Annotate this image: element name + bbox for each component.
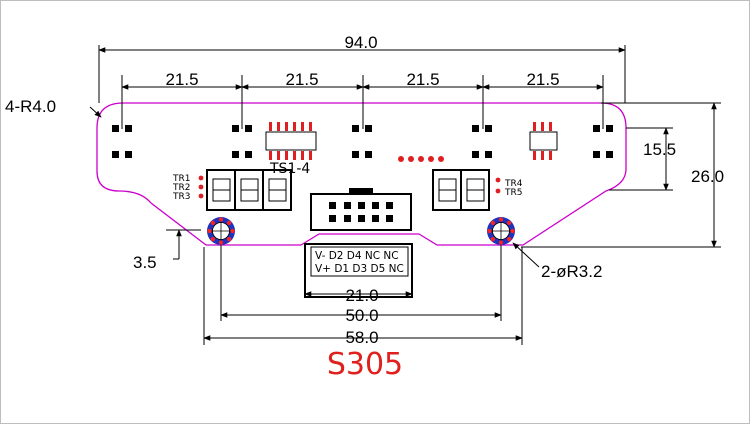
tr3-label: TR3: [172, 192, 190, 202]
hole-spec-callout: 2-øR3.2: [512, 242, 602, 281]
trimpot-labels-left: TR1 TR2 TR3: [172, 174, 204, 202]
led-row: [398, 156, 444, 162]
pitch-label-4: 21.5: [526, 70, 559, 89]
overall-height-dimension: 26.0: [521, 102, 724, 248]
mounting-hole-left: [207, 217, 235, 245]
connector-width-dimension: 21.0: [304, 286, 413, 305]
trimpots-left: [206, 169, 292, 211]
ic-chip-left: [265, 122, 317, 160]
connector-header: [310, 188, 412, 231]
pitch-label-2: 21.5: [285, 70, 318, 89]
trimpot-labels-right: TR4 TR5: [495, 177, 523, 198]
pitch-label-3: 21.5: [406, 70, 439, 89]
lower-width-label: 58.0: [345, 328, 378, 347]
offset-label: 3.5: [133, 253, 157, 272]
tr5-label: TR5: [504, 188, 522, 198]
pin-row-bottom: V+ D1 D3 D5 NC: [315, 263, 404, 275]
hole-spec-label: 2-øR3.2: [541, 262, 602, 281]
corner-radius-callout: 4-R4.0: [5, 97, 102, 118]
overall-height-label: 26.0: [691, 167, 724, 186]
sensor-height-label: 15.5: [643, 140, 676, 159]
hole-pitch-label: 50.0: [345, 306, 378, 325]
pitch-label-1: 21.5: [165, 70, 198, 89]
trimpots-right: [432, 169, 490, 211]
pitch-dimensions: 21.5 21.5 21.5 21.5: [121, 70, 604, 129]
tr1-label: TR1: [172, 174, 190, 184]
offset-dimension: 3.5: [133, 229, 201, 272]
ic-chip-right: [529, 122, 558, 160]
lower-width-dimension: 58.0: [203, 247, 523, 347]
overall-width-label: 94.0: [344, 33, 377, 52]
mounting-hole-right: [487, 217, 515, 245]
sensor-pads: [112, 125, 613, 158]
tr2-label: TR2: [172, 183, 190, 193]
model-label: S305: [327, 347, 403, 382]
corner-radius-label: 4-R4.0: [5, 97, 56, 116]
hole-pitch-dimension: 50.0: [220, 245, 502, 325]
connector-width-label: 21.0: [345, 286, 378, 305]
sensor-height-dimension: 15.5: [609, 127, 676, 191]
pin-row-top: V- D2 D4 NC NC: [315, 250, 399, 262]
overall-width-dimension: 94.0: [98, 33, 626, 103]
tr4-label: TR4: [504, 179, 523, 189]
pin-label-box: V- D2 D4 NC NC V+ D1 D3 D5 NC: [304, 243, 413, 298]
